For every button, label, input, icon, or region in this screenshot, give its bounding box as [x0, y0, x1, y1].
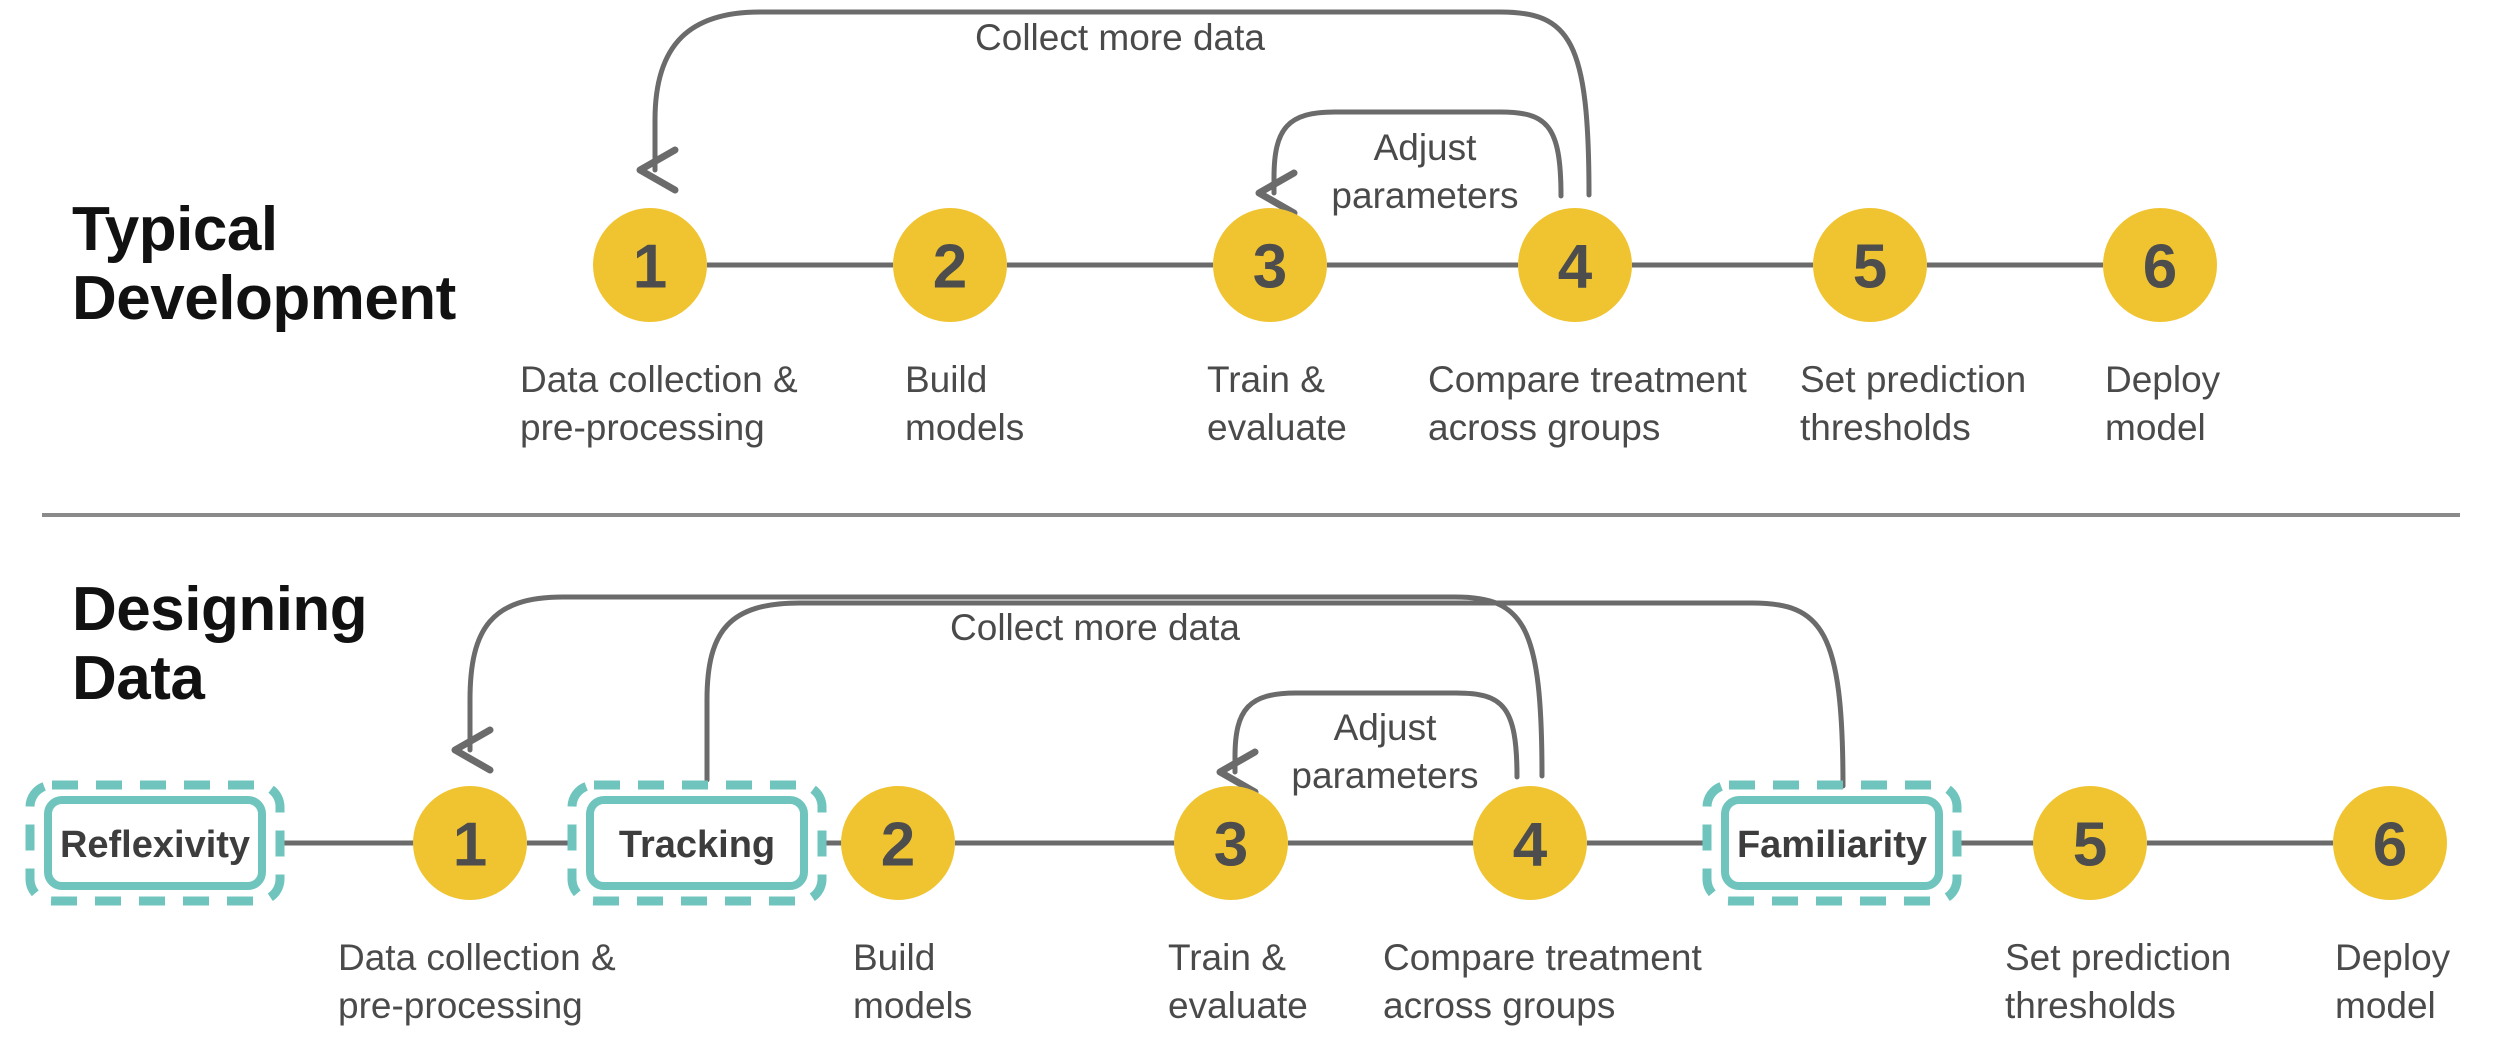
- step-node-1[interactable]: 1: [593, 208, 707, 322]
- step-number: 3: [1253, 233, 1287, 302]
- arrow-collect-more-data-bottom: [451, 594, 1545, 779]
- pill-tracking[interactable]: Tracking: [567, 780, 827, 906]
- step-node-1[interactable]: 1: [413, 786, 527, 900]
- pill-label: Reflexivity: [60, 824, 250, 866]
- pill-inner-border: [586, 796, 808, 890]
- row-title-designing-data: Designing Data: [72, 575, 368, 714]
- step-number: 2: [881, 811, 915, 880]
- step-node-4[interactable]: 4: [1473, 786, 1587, 900]
- pill-inner-border: [1721, 796, 1943, 890]
- bottom-row-feedback-arrows: [451, 594, 1846, 796]
- step-node-2[interactable]: 2: [893, 208, 1007, 322]
- edge-label-collect-more-data: Collect more data: [950, 607, 1240, 648]
- pill-familiarity[interactable]: Familiarity: [1702, 780, 1962, 906]
- step-node-3[interactable]: 3: [1174, 786, 1288, 900]
- step-number: 1: [453, 811, 487, 880]
- row-title-typical-development: Typical Development: [72, 195, 456, 334]
- pill-outer-dashed-border: [567, 780, 827, 906]
- top-row-feedback-arrows: [636, 9, 1592, 217]
- step-number: 4: [1513, 811, 1548, 880]
- arrow-collect-more-data-top: [636, 9, 1592, 198]
- pill-outer-dashed-border: [1702, 780, 1962, 906]
- step-node-4[interactable]: 4: [1518, 208, 1632, 322]
- pill-outer-dashed-border: [25, 780, 285, 906]
- step-caption-1: Data collection &pre-processing: [520, 359, 798, 448]
- pill-label: Familiarity: [1737, 824, 1927, 866]
- pill-reflexivity[interactable]: Reflexivity: [25, 780, 285, 906]
- step-number: 6: [2143, 233, 2177, 302]
- step-node-6[interactable]: 6: [2103, 208, 2217, 322]
- top-row-nodes: 1 2 3 4 5 6: [593, 208, 2217, 322]
- step-number: 1: [633, 233, 667, 302]
- step-number: 5: [1853, 233, 1887, 302]
- edge-label-collect-more-data: Collect more data: [975, 17, 1265, 58]
- step-number: 5: [2073, 811, 2107, 880]
- arrow-adjust-parameters-top: [1255, 109, 1564, 217]
- arrow-adjust-parameters-bottom: [1216, 690, 1520, 796]
- step-caption-3: Train &evaluate: [1168, 937, 1308, 1026]
- pill-label: Tracking: [619, 824, 775, 866]
- step-number: 6: [2373, 811, 2407, 880]
- step-number: 4: [1558, 233, 1593, 302]
- step-node-3[interactable]: 3: [1213, 208, 1327, 322]
- step-number: 3: [1214, 811, 1248, 880]
- step-node-6[interactable]: 6: [2333, 786, 2447, 900]
- bottom-row-pills: Reflexivity Tracking Familiarity: [25, 780, 1962, 906]
- step-caption-3: Train &evaluate: [1207, 359, 1347, 448]
- pill-inner-border: [44, 796, 266, 890]
- step-caption-1: Data collection &pre-processing: [338, 937, 616, 1026]
- step-node-5[interactable]: 5: [1813, 208, 1927, 322]
- bottom-row-nodes: 1 2 3 4 5 6: [413, 786, 2447, 900]
- step-node-2[interactable]: 2: [841, 786, 955, 900]
- step-number: 2: [933, 233, 967, 302]
- step-node-5[interactable]: 5: [2033, 786, 2147, 900]
- arrow-familiarity-to-tracking: [704, 600, 1846, 789]
